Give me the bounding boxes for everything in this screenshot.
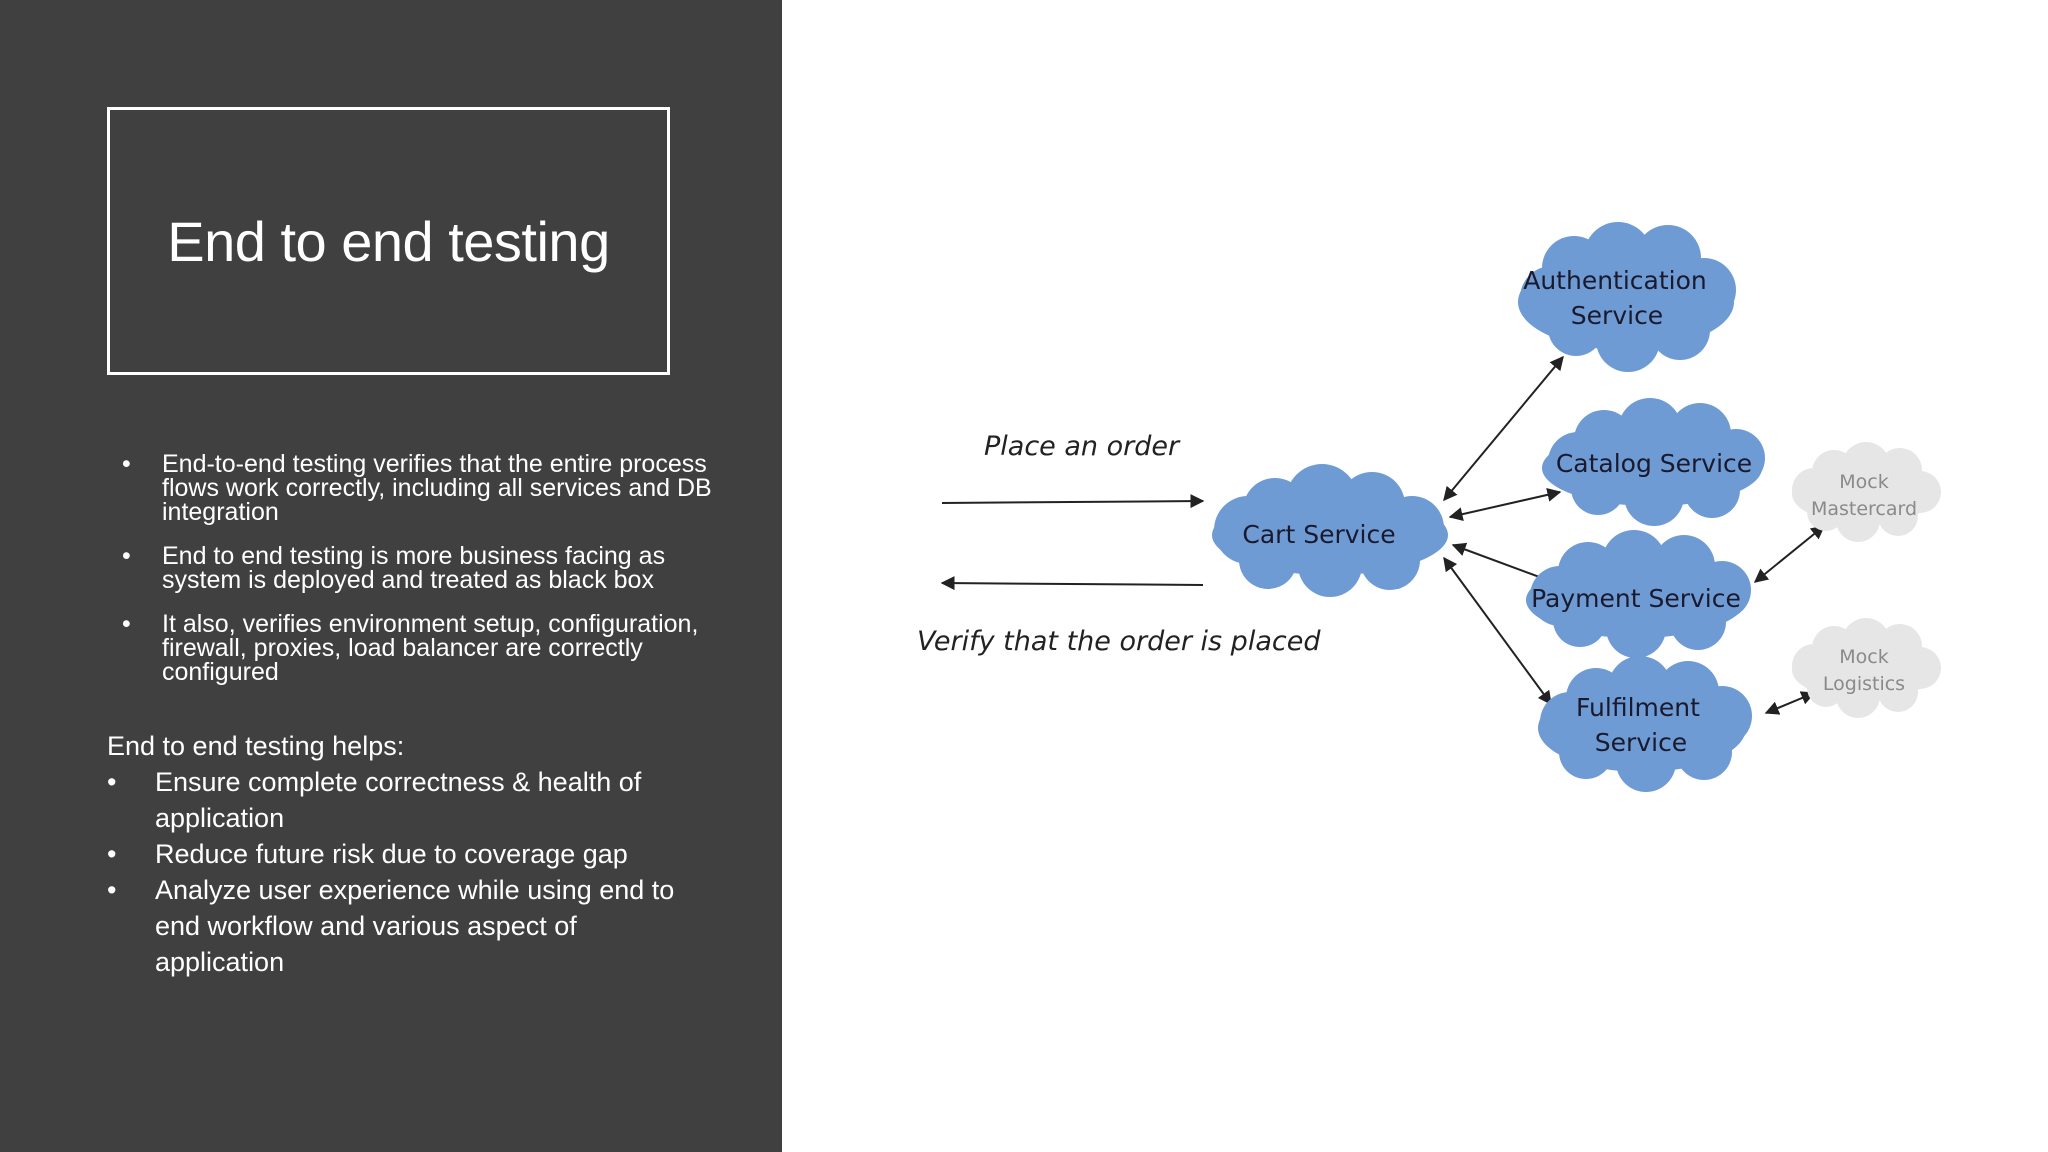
mock-logistics-label-line1: Mock [1839, 646, 1888, 668]
fulfilment-service-label-line2: Service [1595, 728, 1687, 757]
mock-logistics-label-line2: Logistics [1823, 673, 1905, 695]
helps-text: Ensure complete correctness & health of … [155, 767, 642, 833]
cart-auth-arrow [1443, 355, 1564, 502]
payment-mockmc-arrow [1753, 525, 1826, 583]
mock-mastercard-cloud [1792, 442, 1941, 542]
bullet-item: • End-to-end testing verifies that the en… [107, 450, 747, 526]
bullet-text: End to end testing is more business faci… [162, 542, 666, 594]
auth-service-label-line1: Authentication [1523, 266, 1707, 295]
mock-mastercard-label-line2: Mastercard [1811, 498, 1917, 520]
slide-title: End to end testing [167, 209, 610, 273]
response-label: Verify that the order is placed [917, 626, 1321, 657]
helps-section: End to end testing helps: • Ensure comple… [107, 728, 707, 980]
title-box: End to end testing [107, 107, 670, 375]
helps-heading: End to end testing helps: [107, 731, 405, 761]
bullet-text: End-to-end testing verifies that the ent… [162, 450, 712, 526]
bullet-dot: • [122, 610, 131, 638]
bullet-text: It also, verifies environment setup, con… [162, 610, 699, 686]
helps-item: • Ensure complete correctness & health of… [107, 764, 707, 836]
cart-catalog-arrow [1448, 487, 1562, 522]
fulfilment-mocklog-arrow [1764, 691, 1816, 715]
cart-service-cloud [1212, 464, 1448, 597]
cart-service-label: Cart Service [1242, 520, 1395, 549]
auth-service-label-line2: Service [1571, 301, 1663, 330]
bullet-dot: • [122, 450, 131, 478]
helps-text: Reduce future risk due to coverage gap [155, 839, 628, 869]
payment-service-label: Payment Service [1531, 584, 1741, 613]
catalog-service-label: Catalog Service [1556, 449, 1752, 478]
auth-service-cloud [1518, 222, 1736, 372]
helps-list: • Ensure complete correctness & health of… [107, 764, 707, 980]
mock-mastercard-label-line1: Mock [1839, 471, 1888, 493]
helps-text: Analyze user experience while using end … [155, 875, 675, 977]
catalog-service-cloud [1542, 398, 1765, 526]
left-panel: End to end testing • End-to-end testing v… [0, 0, 782, 1152]
bullet-dot: • [107, 767, 117, 797]
bullet-dot: • [122, 542, 131, 570]
response-arrow [940, 576, 1204, 591]
bullet-item: • It also, verifies environment setup, co… [107, 610, 747, 686]
helps-item: • Reduce future risk due to coverage gap [107, 836, 707, 872]
request-arrow [941, 494, 1205, 509]
fulfilment-service-cloud [1538, 656, 1752, 792]
request-label: Place an order [984, 431, 1181, 462]
helps-item: • Analyze user experience while using end… [107, 872, 707, 980]
mock-logistics-cloud [1792, 618, 1941, 718]
bullet-list: • End-to-end testing verifies that the en… [107, 452, 747, 704]
bullet-dot: • [107, 839, 117, 869]
payment-service-cloud [1526, 530, 1751, 658]
cart-fulfilment-arrow [1443, 556, 1552, 706]
bullet-item: • End to end testing is more business fac… [107, 542, 747, 594]
bullet-dot: • [107, 875, 117, 905]
fulfilment-service-label-line1: Fulfilment [1576, 693, 1700, 722]
